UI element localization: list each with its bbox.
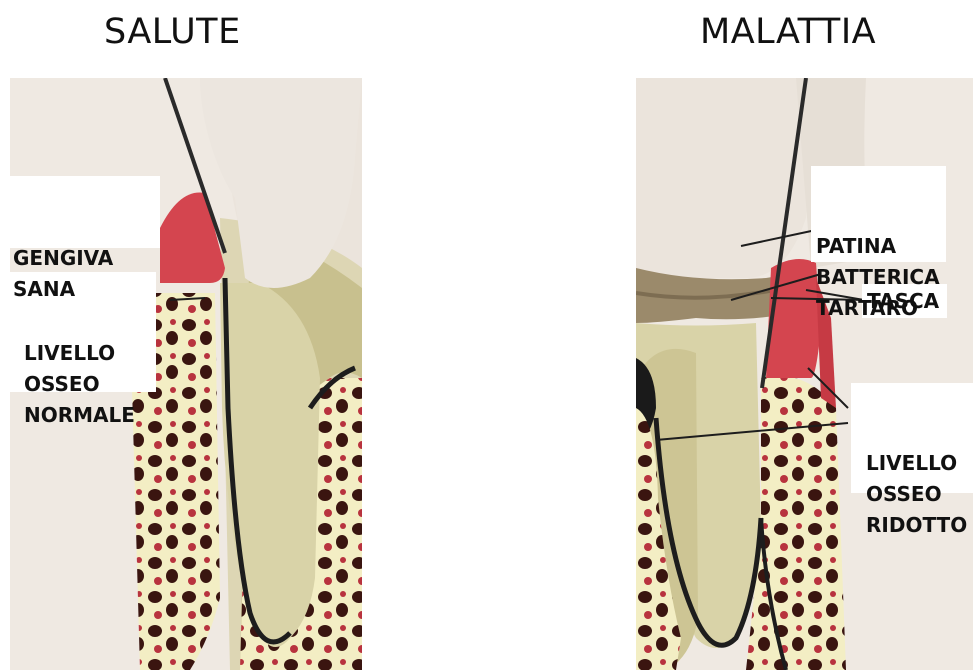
title-disease: MALATTIA	[700, 12, 876, 52]
title-healthy: SALUTE	[104, 12, 241, 52]
label-pocket: TASCA	[867, 286, 939, 317]
